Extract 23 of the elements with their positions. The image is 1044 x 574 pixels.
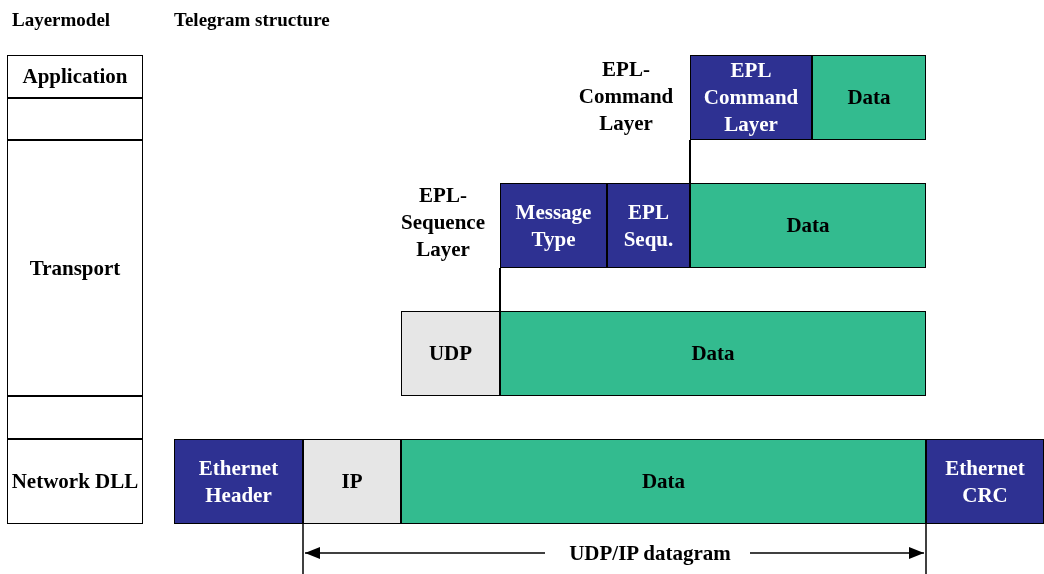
data-field: Data	[500, 311, 926, 396]
header-field: IP	[303, 439, 401, 524]
layer-label: EPL- Sequence Layer	[400, 182, 486, 263]
data-field: Data	[812, 55, 926, 140]
connector-line	[499, 267, 501, 312]
header-field: Ethernet Header	[174, 439, 303, 524]
layer-label: EPL- Command Layer	[577, 56, 675, 137]
empty-layer-box	[7, 396, 143, 439]
layer-box: Network DLL	[7, 439, 143, 524]
trailer-field: Ethernet CRC	[926, 439, 1044, 524]
dimension-label: UDP/IP datagram	[568, 540, 732, 567]
heading: Telegram structure	[174, 8, 331, 32]
empty-layer-box	[7, 98, 143, 140]
layer-box: Application	[7, 55, 143, 98]
layer-box: Transport	[7, 140, 143, 396]
header-field: EPL Command Layer	[690, 55, 812, 140]
connector-line	[689, 139, 691, 184]
data-field: Data	[690, 183, 926, 268]
header-field: EPL Sequ.	[607, 183, 690, 268]
heading: Layermodel	[12, 8, 112, 32]
header-field: UDP	[401, 311, 500, 396]
data-field: Data	[401, 439, 926, 524]
header-field: Message Type	[500, 183, 607, 268]
